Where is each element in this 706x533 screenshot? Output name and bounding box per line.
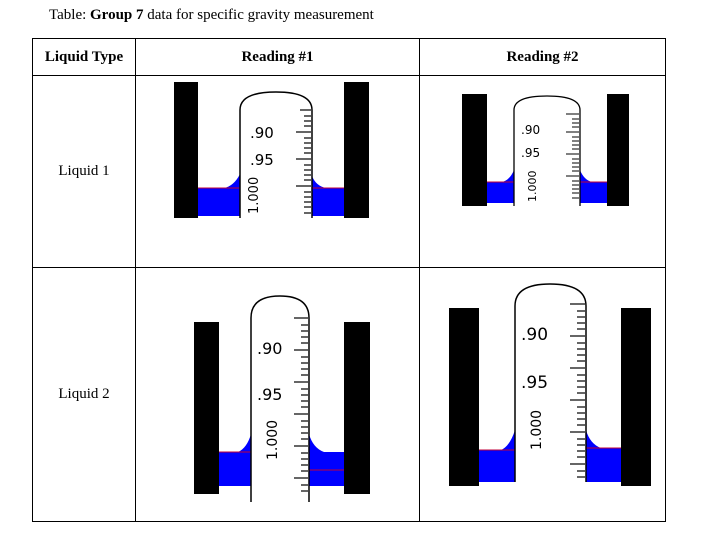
specific-gravity-table: Liquid Type Reading #1 Reading #2 Liquid…	[32, 38, 666, 522]
right-wall	[344, 322, 370, 494]
table-caption: Table: Group 7 data for specific gravity…	[49, 7, 374, 24]
meniscus-right	[586, 430, 601, 448]
scale-label-95: .95	[250, 151, 274, 169]
hydrometer-liquid-2-reading-1: .90 .95 1.000	[194, 295, 370, 502]
right-wall	[607, 94, 629, 206]
table-row-liquid-2: Liquid 2 .90	[32, 267, 666, 522]
meniscus-left	[198, 174, 240, 188]
row-label-liquid-1: Liquid 1	[32, 75, 136, 268]
liquid-left	[198, 188, 240, 216]
header-reading-1: Reading #1	[135, 38, 420, 76]
liquid-1-reading-1: .90 .95 1.000	[135, 75, 420, 268]
scale-label-95: .95	[521, 146, 540, 160]
header-row: Liquid Type Reading #1 Reading #2	[32, 38, 666, 76]
left-wall	[174, 82, 198, 218]
scale-label-90: .90	[521, 325, 548, 345]
meniscus-right	[312, 176, 344, 188]
caption-prefix: Table:	[49, 7, 91, 23]
stem	[513, 95, 581, 206]
meniscus-right	[309, 434, 324, 452]
meniscus-right	[580, 170, 592, 182]
liquid-right	[580, 182, 607, 203]
scale-label-90: .90	[257, 339, 282, 358]
liquid-left	[219, 452, 251, 486]
liquid-right	[309, 452, 344, 486]
table-row-liquid-1: Liquid 1 .90 .95 1.00	[32, 75, 666, 268]
liquid-2-reading-2: .90 .95 1.000	[419, 267, 666, 522]
hydrometer-liquid-1-reading-2: .90 .95 1.000	[462, 94, 629, 206]
row-label-liquid-2: Liquid 2	[32, 267, 136, 522]
scale-label-95: .95	[521, 373, 548, 393]
scale-label-90: .90	[521, 123, 540, 137]
liquid-right	[586, 448, 621, 482]
liquid-2-reading-1: .90 .95 1.000	[135, 267, 420, 522]
tick-marks	[296, 109, 311, 214]
stem	[239, 91, 313, 218]
left-wall	[462, 94, 487, 206]
liquid-1-reading-2: .90 .95 1.000	[419, 75, 666, 268]
scale-label-95: .95	[257, 385, 282, 404]
scale-label-1000: 1.000	[529, 410, 545, 450]
scale-label-1000: 1.000	[247, 177, 262, 214]
tick-marks	[294, 317, 308, 492]
hydrometer-liquid-1-reading-1: .90 .95 1.000	[174, 82, 369, 218]
scale-label-1000: 1.000	[265, 420, 281, 460]
scale-label-90: .90	[250, 124, 274, 142]
scale-label-1000: 1.000	[526, 171, 539, 203]
stem	[514, 283, 587, 482]
right-wall	[344, 82, 369, 218]
meniscus-left	[487, 170, 514, 182]
meniscus-left	[479, 430, 515, 450]
header-liquid-type: Liquid Type	[32, 38, 136, 76]
header-reading-2: Reading #2	[419, 38, 666, 76]
stem	[250, 295, 310, 502]
left-wall	[449, 308, 479, 486]
hydrometer-liquid-2-reading-2: .90 .95 1.000	[449, 283, 651, 486]
liquid-right	[312, 188, 344, 216]
meniscus-left	[219, 434, 251, 452]
caption-suffix: data for specific gravity measurement	[143, 7, 374, 23]
tick-marks	[570, 303, 585, 478]
right-wall	[621, 308, 651, 486]
left-wall	[194, 322, 219, 494]
tick-marks	[566, 113, 579, 199]
liquid-left	[487, 182, 514, 203]
liquid-left	[479, 450, 515, 482]
caption-group: Group 7	[90, 7, 144, 23]
